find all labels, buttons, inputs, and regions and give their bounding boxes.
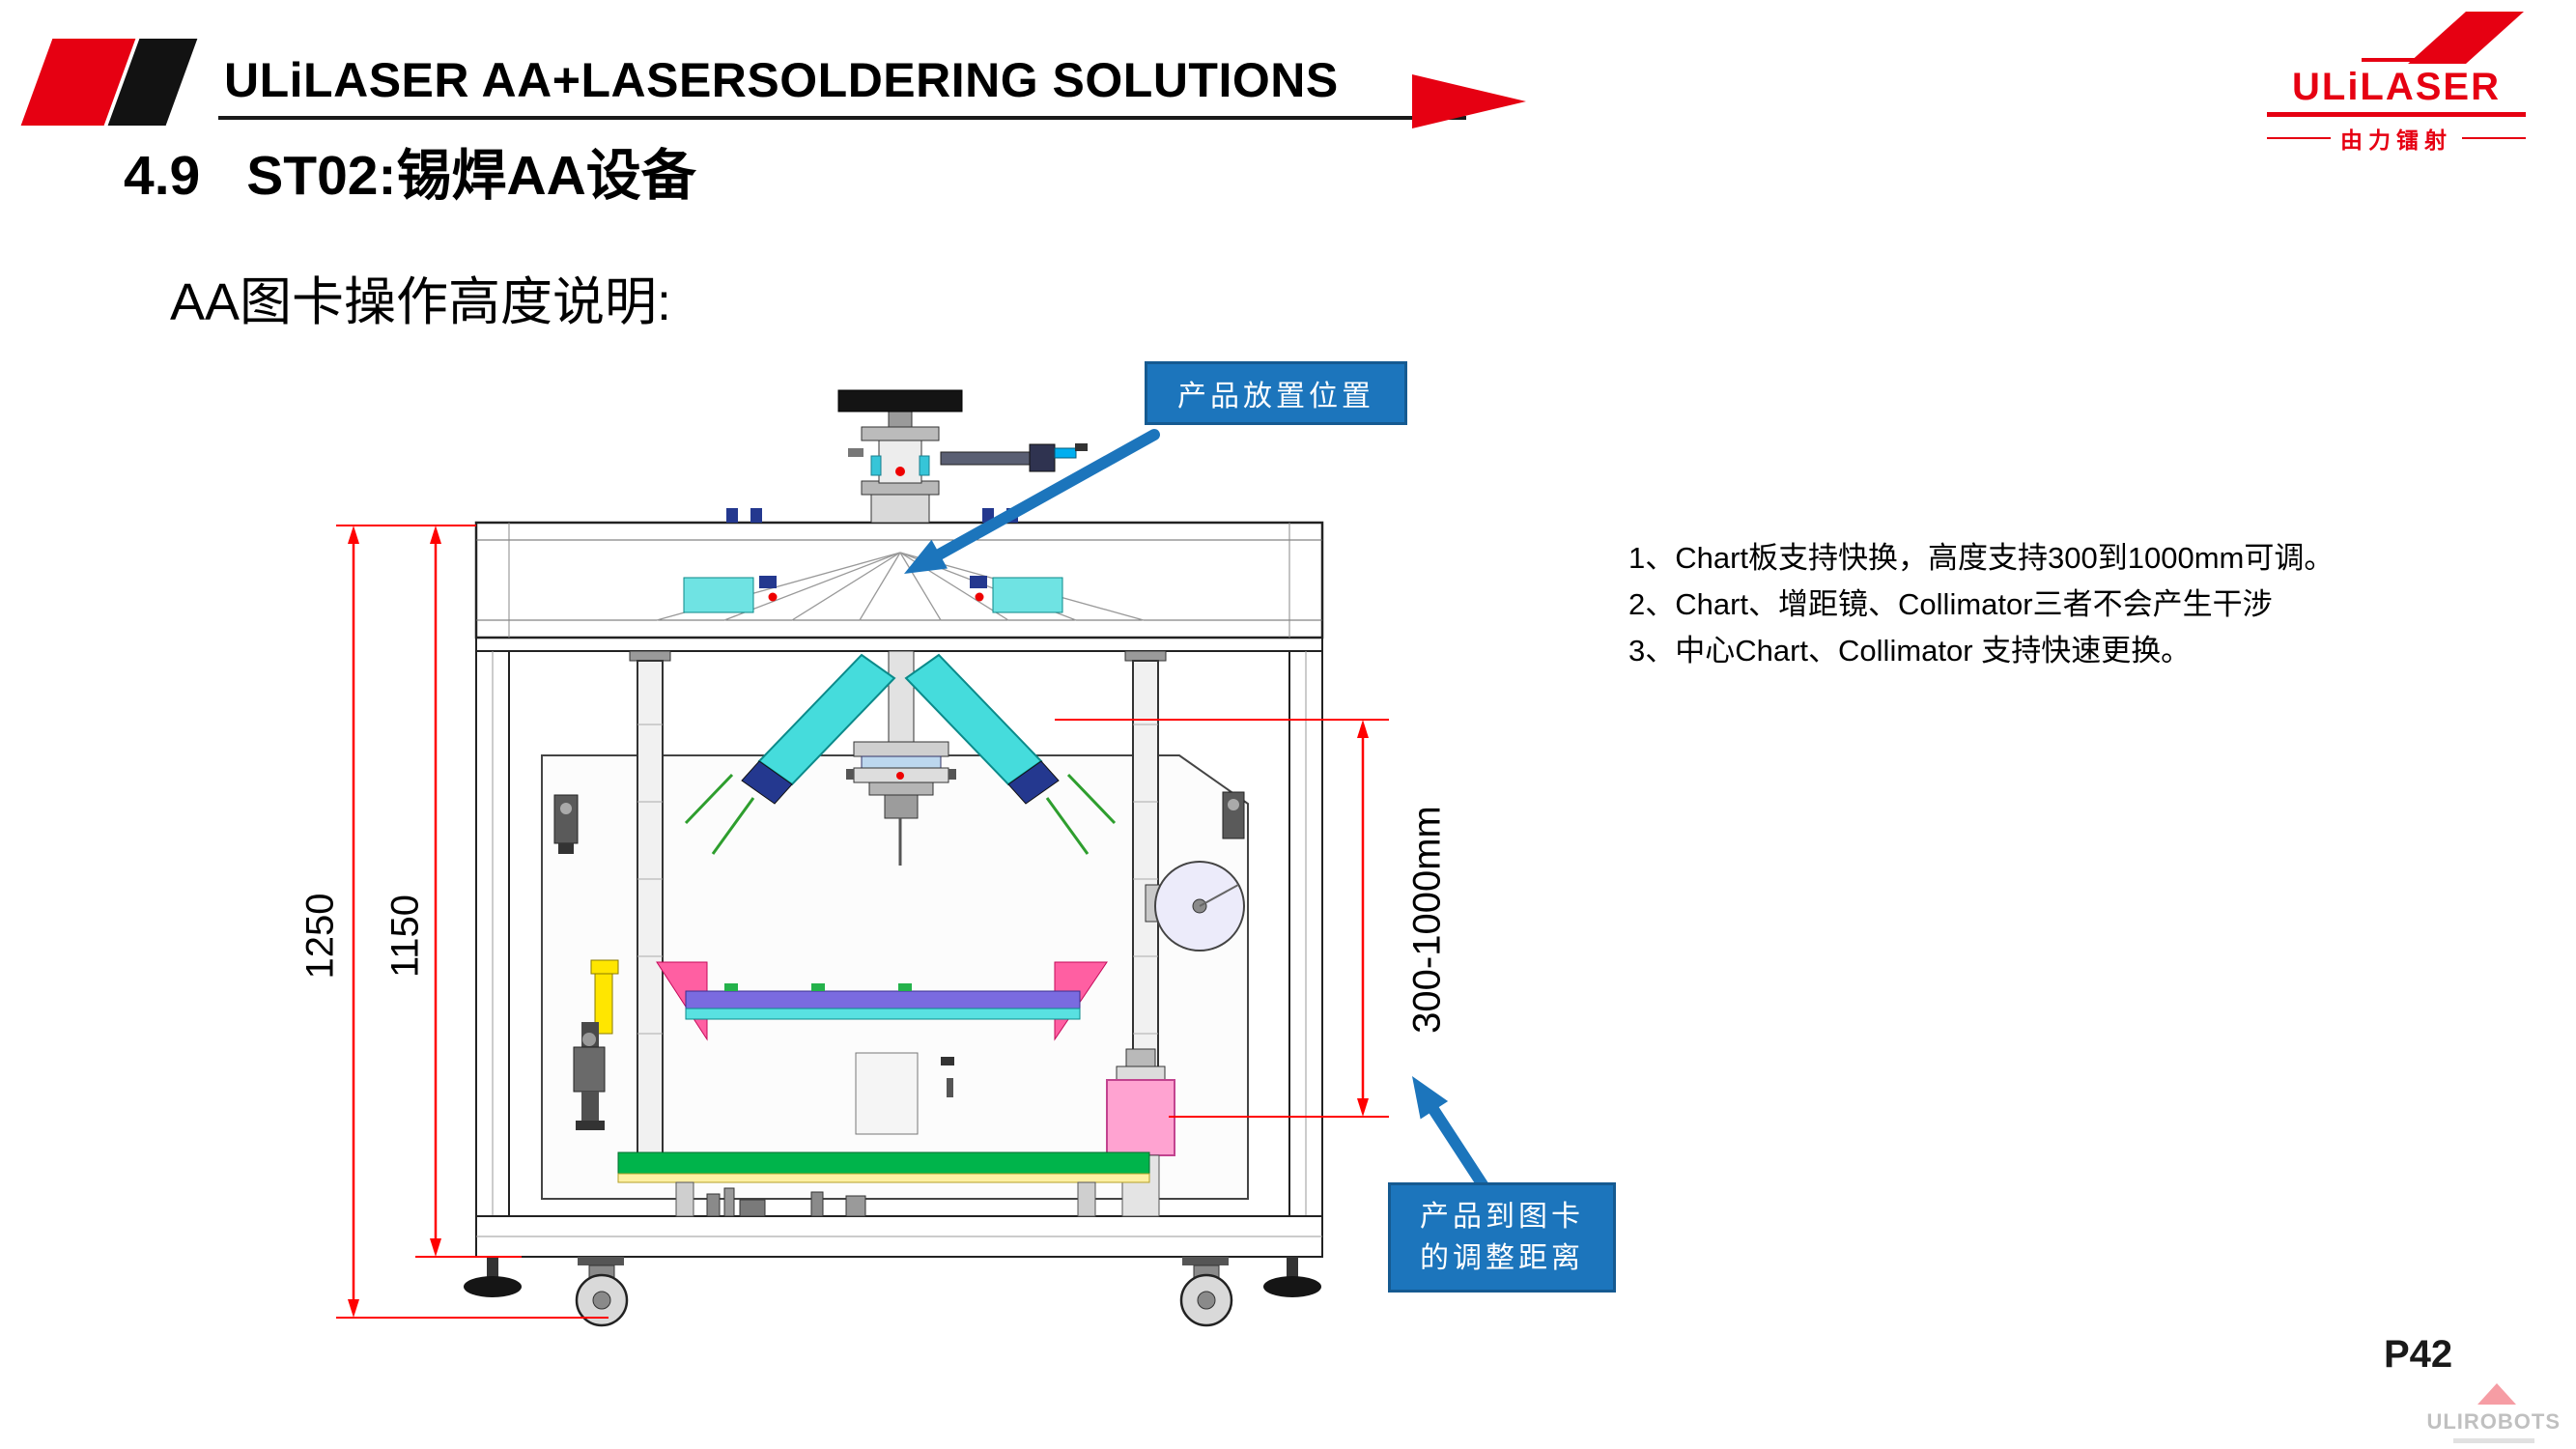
brand-logo-text: ULiLASER [2267, 66, 2526, 117]
page-number: P42 [2384, 1333, 2453, 1376]
watermark-logo-icon [2477, 1383, 2516, 1405]
dimension-label-1150: 1150 [383, 894, 427, 979]
brand-logo-mark-icon [2362, 12, 2524, 64]
casters-and-feet [464, 1257, 1321, 1327]
brand-logo-subtitle-row: 由力镭射 [2267, 122, 2526, 155]
air-regulator [573, 1022, 606, 1130]
notes-list: 1、Chart板支持快换，高度支持300到1000mm可调。 2、Chart、增… [1628, 535, 2334, 674]
pneumatic-valves [706, 1187, 866, 1217]
section-number: 4.9 [124, 145, 201, 207]
inner-panel [541, 754, 1249, 1200]
machine-frame [475, 637, 1323, 1258]
header-red-arrow-icon [1412, 74, 1526, 128]
header-rule [218, 116, 1466, 120]
header-title: ULiLASER AA+LASERSOLDERING SOLUTIONS [224, 53, 1339, 107]
watermark: ULIROBOTS [2426, 1383, 2561, 1443]
note-item-3: 3、中心Chart、Collimator 支持快速更换。 [1628, 634, 2192, 668]
logo-rule-right [2462, 137, 2526, 139]
table-assembly [474, 508, 1324, 639]
callout-adjust-distance: 产品到图卡 的调整距离 [1388, 1182, 1616, 1293]
diagram-area: 1250 1150 300-1000mm 产品放置位置 产品到图卡 的调整距离 [270, 348, 1671, 1372]
linear-stage [590, 959, 1108, 1135]
camera-arms [684, 653, 1117, 855]
watermark-text: ULIROBOTS [2426, 1409, 2561, 1434]
machine-front-view [336, 389, 1489, 1327]
note-item-1: 1、Chart板支持快换，高度支持300到1000mm可调。 [1628, 541, 2335, 575]
tape-reel [1145, 861, 1245, 952]
callout-adjust-distance-line1: 产品到图卡 [1420, 1200, 1584, 1233]
callout-adjust-distance-line2: 的调整距离 [1420, 1242, 1584, 1274]
brand-logo-subtitle: 由力镭射 [2340, 128, 2452, 153]
callout-product-position: 产品放置位置 [1145, 361, 1407, 425]
note-item-2: 2、Chart、增距镜、Collimator三者不会产生干涉 [1628, 587, 2273, 621]
watermark-caption-bar [2452, 1438, 2534, 1443]
dimension-lines [336, 525, 1389, 1319]
section-name: ST02:锡焊AA设备 [246, 145, 696, 207]
dimension-label-range: 300-1000mm [1405, 806, 1449, 1034]
base-plate [617, 1151, 1150, 1217]
logo-rule-left [2267, 137, 2331, 139]
brand-logo: ULiLASER 由力镭射 [2267, 10, 2526, 155]
dimension-label-1250: 1250 [298, 893, 342, 980]
callout-arrows [904, 429, 1489, 1192]
section-title: 4.9 ST02:锡焊AA设备 [124, 131, 696, 211]
rail-devices [553, 791, 1245, 854]
top-fixture [837, 389, 1088, 524]
page-subtitle: AA图卡操作高度说明: [170, 273, 672, 331]
center-chart-stage [846, 650, 956, 866]
